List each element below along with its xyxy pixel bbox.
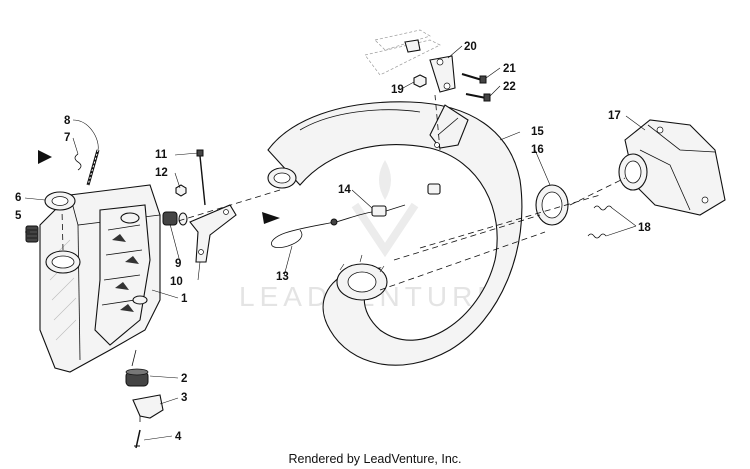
callout-21: 21 (503, 63, 516, 75)
pointer-arrow-left (38, 150, 52, 164)
part-16-gasket (535, 184, 569, 226)
callout-11: 11 (155, 149, 168, 161)
part-6-gasket (44, 191, 76, 211)
callout-12: 12 (155, 167, 168, 179)
credit-text: Rendered by LeadVenture, Inc. (288, 452, 462, 466)
callout-4: 4 (175, 431, 182, 443)
part-18-springs (587, 205, 613, 239)
callout-14: 14 (338, 184, 351, 196)
part-10-bracket (189, 204, 237, 263)
pointer-arrow-center (262, 212, 280, 224)
part-5-spring (25, 225, 39, 243)
part-17-manifold (618, 119, 726, 216)
part-7-clip (74, 153, 82, 171)
callouts: 1 2 3 4 5 6 7 8 9 10 11 12 13 14 15 16 1… (15, 41, 651, 443)
callout-13: 13 (276, 271, 289, 283)
part-22-bolt (465, 93, 491, 102)
watermark-flame-icon (379, 160, 391, 200)
callout-6: 6 (15, 192, 21, 204)
part-21-bolt (461, 73, 487, 84)
part-3-bracket (132, 394, 164, 422)
part-14-sensor (335, 204, 406, 223)
callout-22: 22 (503, 81, 516, 93)
part-4-screw (134, 429, 141, 449)
part-19-nut (413, 74, 427, 88)
callout-8: 8 (64, 115, 71, 127)
part-9-grommet (162, 211, 188, 226)
callout-2: 2 (181, 373, 187, 385)
part-12-nut (175, 184, 187, 197)
callout-5: 5 (15, 210, 22, 222)
callout-20: 20 (464, 41, 477, 53)
callout-18: 18 (638, 222, 651, 234)
callout-9: 9 (175, 258, 181, 270)
callout-15: 15 (531, 126, 544, 138)
watermark-v-icon (351, 202, 419, 258)
callout-7: 7 (64, 132, 70, 144)
frame-tube-sketch (364, 29, 441, 76)
callout-3: 3 (181, 392, 187, 404)
muffler-part (39, 184, 161, 373)
part-20-link (429, 55, 456, 93)
part-2-mount (125, 368, 149, 387)
leader-lines (24, 45, 646, 441)
part-13-wire (271, 218, 338, 248)
callout-16: 16 (531, 144, 544, 156)
assembly-lines (61, 94, 626, 291)
callout-19: 19 (391, 84, 404, 96)
part-11-bolt (196, 149, 206, 206)
exhaust-pipe-part (267, 101, 523, 366)
callout-10: 10 (170, 276, 183, 288)
callout-17: 17 (608, 110, 621, 122)
callout-1: 1 (181, 293, 188, 305)
part-8-spring (86, 149, 100, 186)
